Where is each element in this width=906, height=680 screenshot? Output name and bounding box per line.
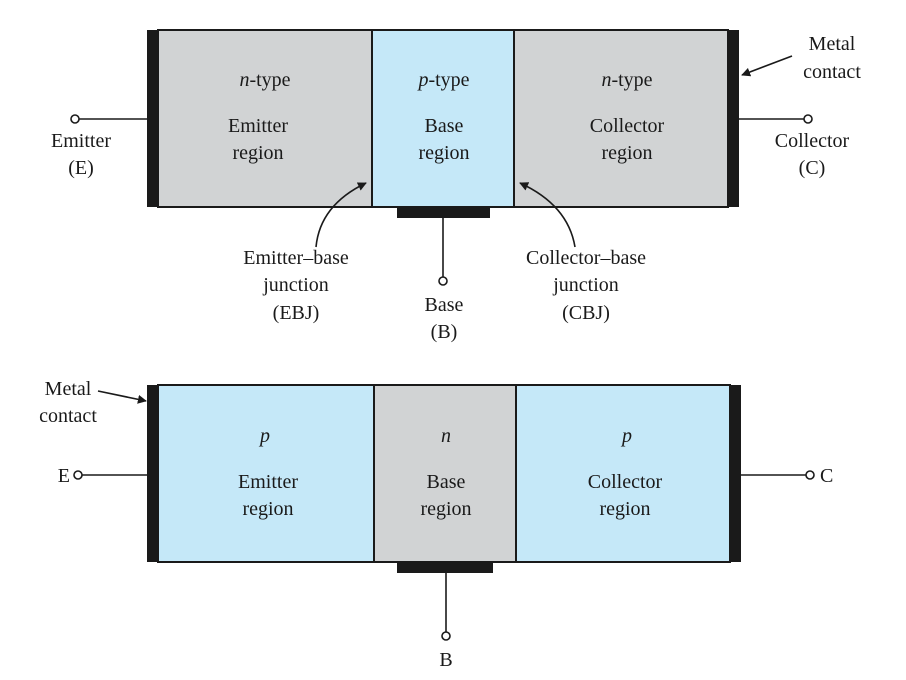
npn-emitter-region [157,29,373,208]
pnp-emitter-region-label: Emitter [238,471,298,493]
pnp-base-type-label: n [441,425,451,447]
npn-emitter-terminal-label-2: (E) [68,157,94,179]
pnp-collector-terminal-label: C [820,465,833,487]
pnp-emitter-terminal-label: E [58,465,70,487]
pnp-base-region [373,384,517,563]
npn-collector-terminal-label: Collector [775,130,850,152]
npn-emitter-region-label: Emitter [228,115,288,137]
npn-collector-type-label: n-type [601,69,652,91]
pnp-base-terminal-label: B [439,649,452,671]
npn-metal-contact-label: Metal [809,33,856,55]
npn-collector-region [513,29,729,208]
ebj-label-2: junction [262,274,329,296]
pnp-emitter-region [157,384,375,563]
pnp-emitter-region-label-2: region [242,498,293,520]
pnp-metal-contact-arrow [97,390,147,404]
npn-metal-contact-label-2: contact [803,61,861,83]
pnp-base-metal-contact [397,562,493,573]
pnp-collector-region-label: Collector [588,471,663,493]
cbj-label: Collector–base [526,247,646,269]
npn-emitter-region-label-2: region [232,142,283,164]
pnp-collector-type-label: p [620,425,632,447]
pnp-collector-terminal [805,470,815,480]
npn-emitter-metal-contact [147,30,158,207]
pnp-collector-metal-contact [730,385,741,562]
npn-base-type-label: p-type [416,69,469,91]
npn-collector-terminal-label-2: (C) [799,157,826,179]
npn-metal-contact-arrow [741,55,793,77]
pnp-emitter-type-label: p [258,425,270,447]
cbj-label-3: (CBJ) [562,302,610,324]
npn-emitter-terminal-label: Emitter [51,130,111,152]
npn-base-region-label: Base [425,115,464,137]
npn-collector-metal-contact [728,30,739,207]
npn-emitter-terminal [70,114,80,124]
npn-base-terminal [438,276,448,286]
ebj-label: Emitter–base [243,247,349,269]
npn-collector-region-label-2: region [601,142,652,164]
npn-base-terminal-label-2: (B) [431,321,458,343]
pnp-base-region-label-2: region [420,498,471,520]
npn-base-region-label-2: region [418,142,469,164]
npn-transistor: n-type Emitter region p-type Base region… [51,29,861,343]
cbj-label-2: junction [552,274,619,296]
pnp-metal-contact-label: Metal [45,378,92,400]
pnp-emitter-terminal [73,470,83,480]
npn-base-region [371,29,515,208]
ebj-arrow [315,182,367,248]
npn-base-terminal-label: Base [425,294,464,316]
npn-base-metal-contact [397,207,490,218]
pnp-base-terminal [441,631,451,641]
pnp-collector-region-label-2: region [599,498,650,520]
pnp-emitter-metal-contact [147,385,158,562]
pnp-collector-region [515,384,731,563]
cbj-arrow [519,182,576,248]
ebj-label-3: (EBJ) [273,302,320,324]
npn-collector-region-label: Collector [590,115,665,137]
pnp-transistor: p Emitter region n Base region p Collect… [39,378,833,671]
pnp-metal-contact-label-2: contact [39,405,97,427]
npn-collector-terminal [803,114,813,124]
npn-emitter-type-label: n-type [239,69,290,91]
pnp-base-region-label: Base [427,471,466,493]
